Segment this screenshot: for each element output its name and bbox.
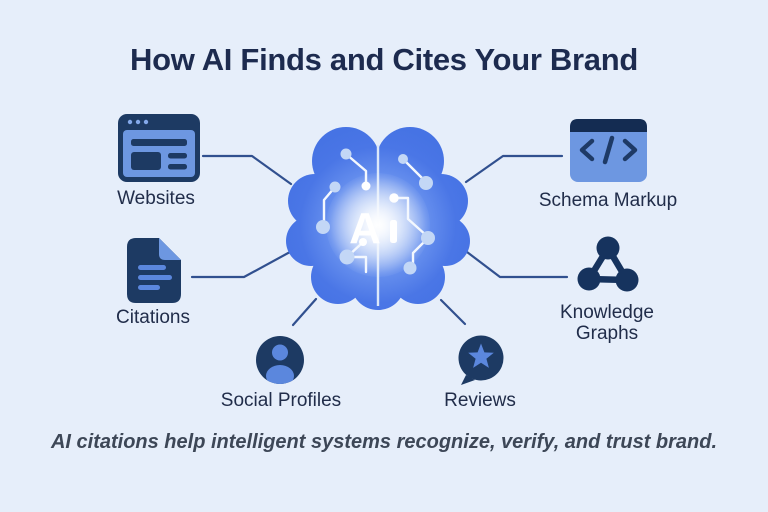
connector-social (291, 297, 318, 327)
caption-text: AI citations help intelligent systems re… (50, 431, 718, 453)
websites-label: Websites (117, 188, 195, 209)
connector-citations (190, 250, 292, 279)
social-profiles-label: Social Profiles (220, 390, 342, 411)
schema-markup-label: Schema Markup (538, 190, 678, 211)
letter-i-stem (390, 220, 397, 243)
page-title: How AI Finds and Cites Your Brand (130, 42, 638, 77)
connector-reviews (439, 298, 467, 326)
star-icon (468, 343, 494, 368)
svg-text:A: A (349, 204, 381, 253)
brain-ai-label: A (349, 193, 399, 253)
ai-brain-icon: A (286, 127, 470, 310)
connector-schema (464, 154, 564, 184)
connector-websites (201, 154, 293, 186)
reviews-label: Reviews (444, 390, 516, 411)
code-brackets-glyph (579, 135, 638, 165)
connector-knowledge (465, 250, 569, 279)
social-profiles-icon (256, 336, 304, 384)
websites-icon (118, 114, 200, 182)
reviews-icon (458, 335, 504, 385)
citations-icon (127, 238, 181, 303)
citations-label: Citations (116, 307, 190, 328)
letter-i-dot-node (389, 193, 399, 203)
knowledge-graphs-label: Knowledge Graphs (559, 302, 655, 344)
schema-markup-icon (570, 119, 647, 182)
circuit-nodes (316, 148, 435, 275)
knowledge-graphs-icon (577, 236, 639, 292)
